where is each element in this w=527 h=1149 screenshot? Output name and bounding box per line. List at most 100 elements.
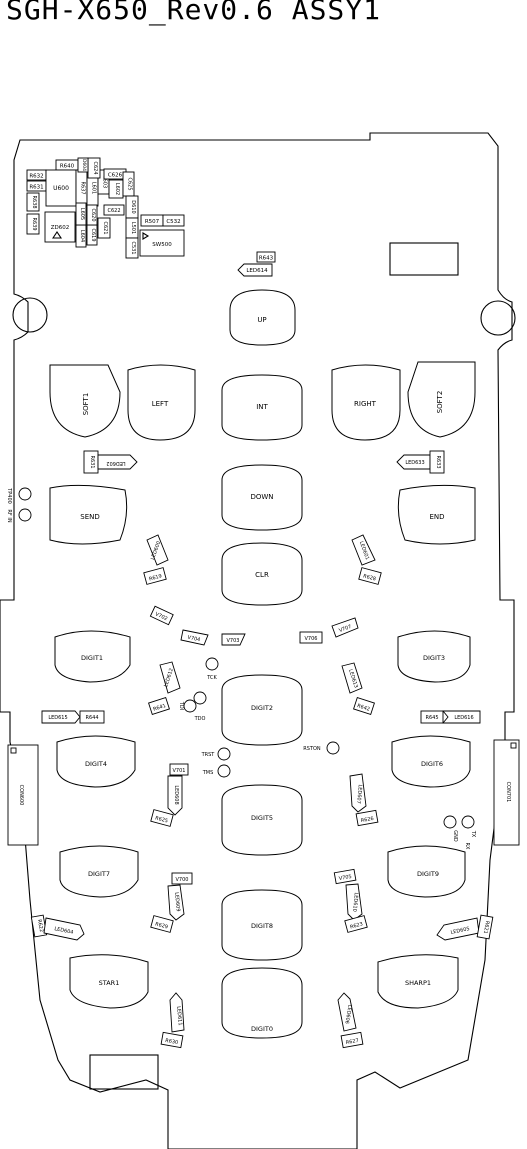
r622-label: R622 — [36, 919, 44, 933]
r638-outline — [26, 192, 40, 212]
r625-outline — [150, 809, 174, 827]
tp400-pad[interactable] — [18, 487, 32, 501]
rf-in-pad[interactable] — [18, 508, 32, 522]
rston-pad[interactable] — [326, 741, 340, 755]
key-up-label: UP — [257, 316, 266, 324]
r630-label: R630 — [165, 1038, 179, 1046]
key-star[interactable] — [69, 954, 149, 1009]
c625-label: C625 — [127, 177, 133, 190]
r639-label: R639 — [31, 217, 37, 230]
r630-outline — [160, 1031, 184, 1049]
keypad: UP SOFT1 LEFT INT RIGHT SOFT2 SEND DOWN … — [49, 289, 476, 1039]
zd602-marker — [51, 231, 63, 239]
led609-label: LED609 — [173, 892, 181, 912]
gnd-pad[interactable] — [443, 815, 457, 829]
key-left-label: LEFT — [152, 400, 169, 408]
gnd-label: GND — [452, 830, 458, 842]
d604-label: D604 — [81, 159, 87, 171]
sw500-outline[interactable] — [139, 229, 185, 257]
jtag-testpoints: TCK TDO TDI TRST TMS RSTON — [178, 657, 340, 778]
mount-hole-right — [480, 300, 516, 336]
key-right[interactable] — [331, 364, 401, 441]
key-down[interactable] — [221, 464, 303, 531]
led614-outline — [237, 263, 273, 277]
d610-label: D610 — [130, 200, 136, 213]
rf-test-group: TP400 RF IN — [6, 487, 32, 523]
c621-outline — [97, 217, 111, 239]
r626-outline — [355, 809, 379, 827]
key-digit2[interactable] — [221, 674, 303, 746]
led610-label: LED610 — [351, 892, 359, 912]
led611-outline — [169, 992, 185, 1033]
key-left[interactable] — [127, 364, 196, 441]
r629-outline — [150, 915, 174, 933]
d604-outline — [77, 157, 89, 173]
key-soft2[interactable] — [407, 361, 476, 438]
led615-outline — [41, 710, 81, 724]
led608-group: V701 LED608 R625 — [150, 763, 189, 827]
key-star-label: STAR1 — [99, 979, 120, 987]
key-digit7-label: DIGIT7 — [88, 870, 110, 878]
c531-label: C531 — [130, 241, 136, 254]
key-soft2-label: SOFT2 — [436, 391, 444, 414]
key-int-label: INT — [256, 403, 268, 411]
tdo-pad[interactable] — [193, 691, 207, 705]
r633-label: R633 — [435, 455, 441, 468]
led613-outline — [341, 662, 363, 694]
key-digit8[interactable] — [221, 889, 303, 961]
tck-pad[interactable] — [205, 657, 219, 671]
r619-outline — [143, 567, 167, 585]
v704-label: V704 — [187, 635, 201, 644]
key-clr[interactable] — [221, 542, 303, 606]
led609-outline — [167, 884, 185, 921]
tms-pad[interactable] — [217, 764, 231, 778]
con701-outline — [493, 739, 520, 846]
l501-label: L501 — [130, 222, 136, 234]
key-sharp-label: SHARP1 — [405, 979, 431, 987]
key-soft1-label: SOFT1 — [82, 393, 90, 416]
v705-label: V705 — [338, 874, 352, 882]
tdi-pad[interactable] — [183, 699, 197, 713]
c620-label: C620 — [90, 208, 96, 221]
r631b-label: R631 — [89, 455, 95, 468]
r644-outline — [79, 710, 105, 724]
r628-label: R628 — [362, 573, 376, 582]
key-digit7[interactable] — [59, 845, 139, 898]
tx-pad[interactable] — [461, 815, 475, 829]
sw500-label: SW500 — [152, 242, 172, 248]
key-up[interactable] — [229, 289, 296, 346]
key-right-label: RIGHT — [354, 400, 377, 408]
r641-outline — [148, 696, 170, 716]
key-soft1[interactable] — [49, 364, 121, 438]
key-digit1[interactable] — [54, 630, 131, 683]
led600-outline — [146, 534, 169, 566]
r623-label: R623 — [349, 921, 363, 930]
key-digit6[interactable] — [391, 735, 471, 788]
shield-pad-bottom — [89, 1054, 159, 1090]
r628-outline — [358, 567, 382, 585]
key-down-label: DOWN — [250, 493, 273, 501]
c532-outline — [162, 214, 185, 227]
l604-label: L604 — [79, 230, 85, 242]
led616-group: R645 LED616 — [420, 710, 481, 724]
v700-label: V700 — [176, 877, 189, 883]
uart-testpoints: GND TX RX — [443, 815, 476, 850]
led606-label: LED606 — [343, 1004, 352, 1024]
key-send[interactable] — [49, 484, 128, 545]
key-digit9[interactable] — [387, 845, 466, 898]
key-end[interactable] — [397, 484, 476, 545]
key-int[interactable] — [221, 374, 303, 441]
led616-outline — [442, 710, 481, 724]
trst-pad[interactable] — [217, 747, 231, 761]
led614-label: LED614 — [246, 268, 268, 274]
tdi-label: TDI — [178, 701, 184, 710]
key-digit3[interactable] — [397, 630, 471, 683]
key-sharp[interactable] — [377, 954, 459, 1009]
v706-outline — [299, 631, 323, 644]
c622-outline — [103, 204, 125, 216]
key-digit4[interactable] — [56, 735, 136, 788]
key-digit5[interactable] — [221, 784, 303, 856]
r507-label: R507 — [145, 219, 160, 225]
component-cluster-top: R640 R632 R631 R638 R639 U600 R637 L601 … — [26, 157, 185, 259]
key-digit0[interactable] — [221, 967, 303, 1039]
